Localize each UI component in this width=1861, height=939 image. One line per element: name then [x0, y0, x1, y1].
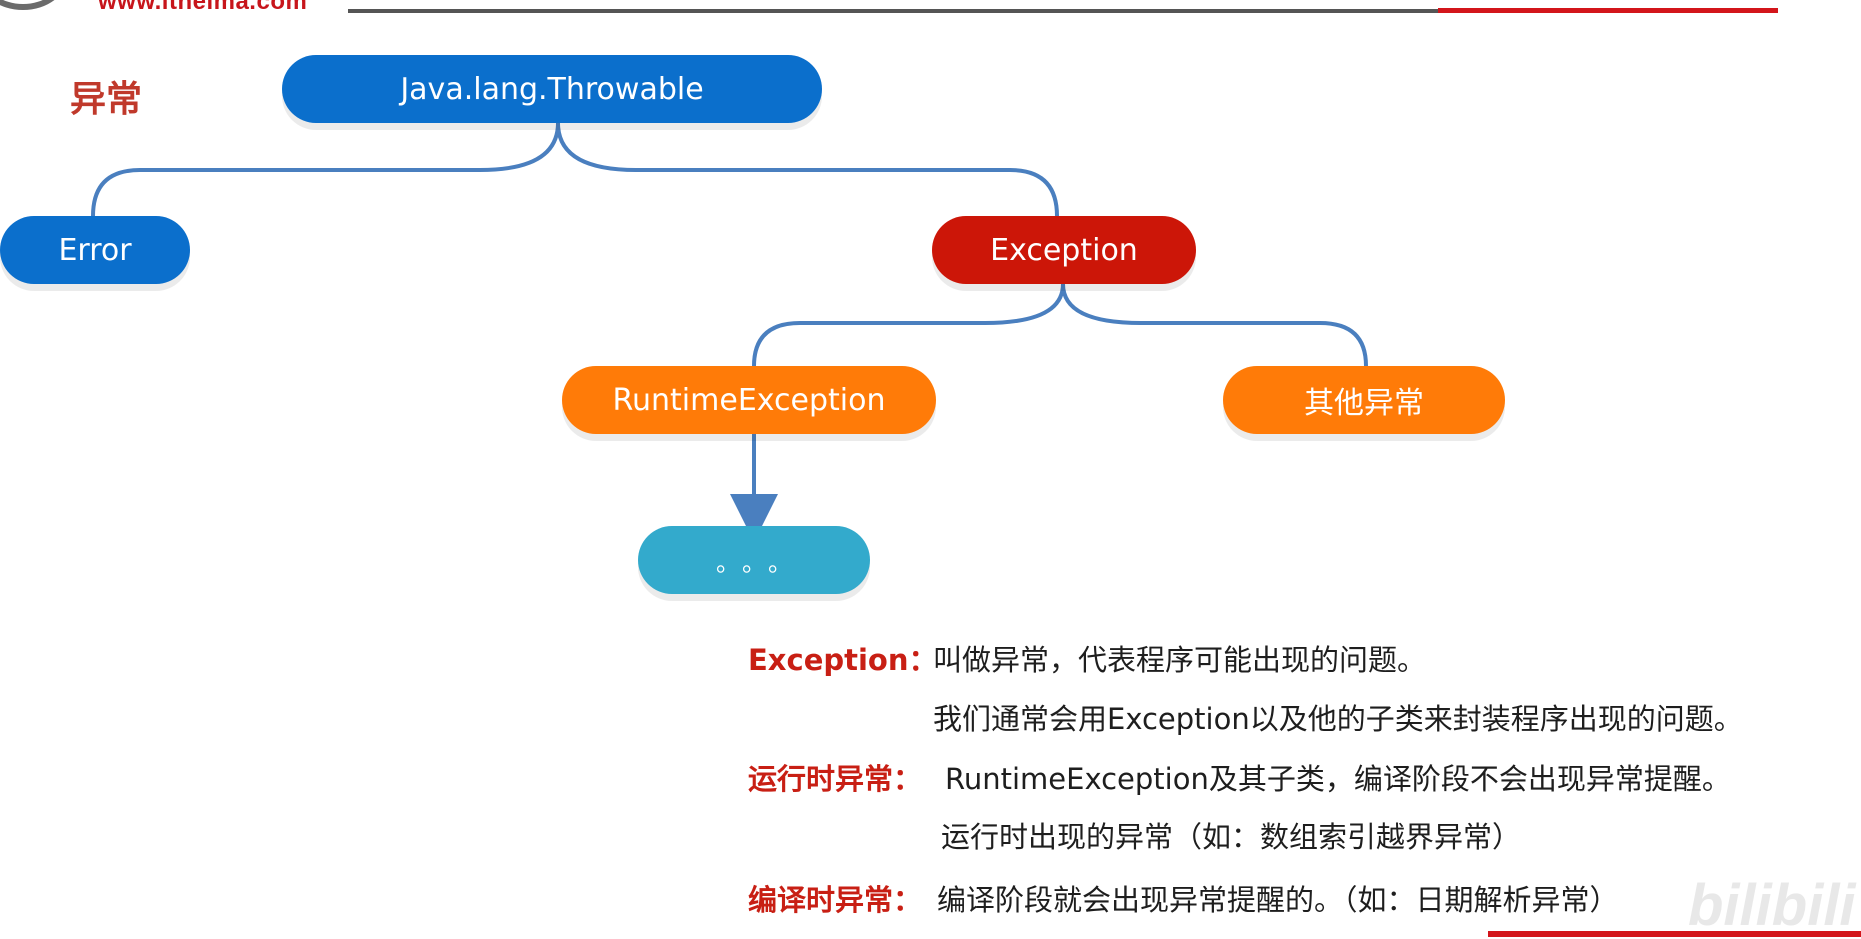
node-runtime-exception: RuntimeException — [562, 366, 936, 434]
runtime-exception-label: 运行时异常： — [748, 762, 923, 796]
header-divider — [348, 9, 1438, 13]
node-throwable: Java.lang.Throwable — [282, 55, 822, 123]
exception-description-line1: 叫做异常，代表程序可能出现的问题。 — [933, 643, 1427, 677]
compile-exception-description-line1: 编译阶段就会出现异常提醒的。（如：日期解析异常） — [937, 883, 1619, 917]
connector-throwable-error — [91, 122, 560, 217]
page-title: 异常 — [70, 79, 143, 120]
connector-exception-other — [1061, 283, 1368, 367]
node-error: Error — [0, 216, 190, 284]
header-divider-accent — [1438, 8, 1778, 13]
footer-accent-bar — [1488, 931, 1861, 937]
runtime-exception-description-line2: 运行时出现的异常（如：数组索引越界异常） — [941, 820, 1522, 854]
node-more: 。。。 — [638, 526, 870, 594]
connector-throwable-exception — [556, 122, 1059, 217]
compile-exception-label: 编译时异常： — [748, 883, 923, 917]
node-other-exceptions: 其他异常 — [1223, 366, 1505, 434]
exception-label: Exception： — [748, 643, 938, 677]
logo-url: www.itheima.com — [98, 0, 308, 15]
bilibili-watermark: bilibili — [1688, 873, 1856, 938]
exception-description-line2: 我们通常会用Exception以及他的子类来封装程序出现的问题。 — [933, 702, 1743, 736]
node-exception: Exception — [932, 216, 1196, 284]
runtime-exception-description-line1: RuntimeException及其子类，编译阶段不会出现异常提醒。 — [945, 762, 1731, 796]
connector-exception-runtime — [752, 283, 1065, 367]
